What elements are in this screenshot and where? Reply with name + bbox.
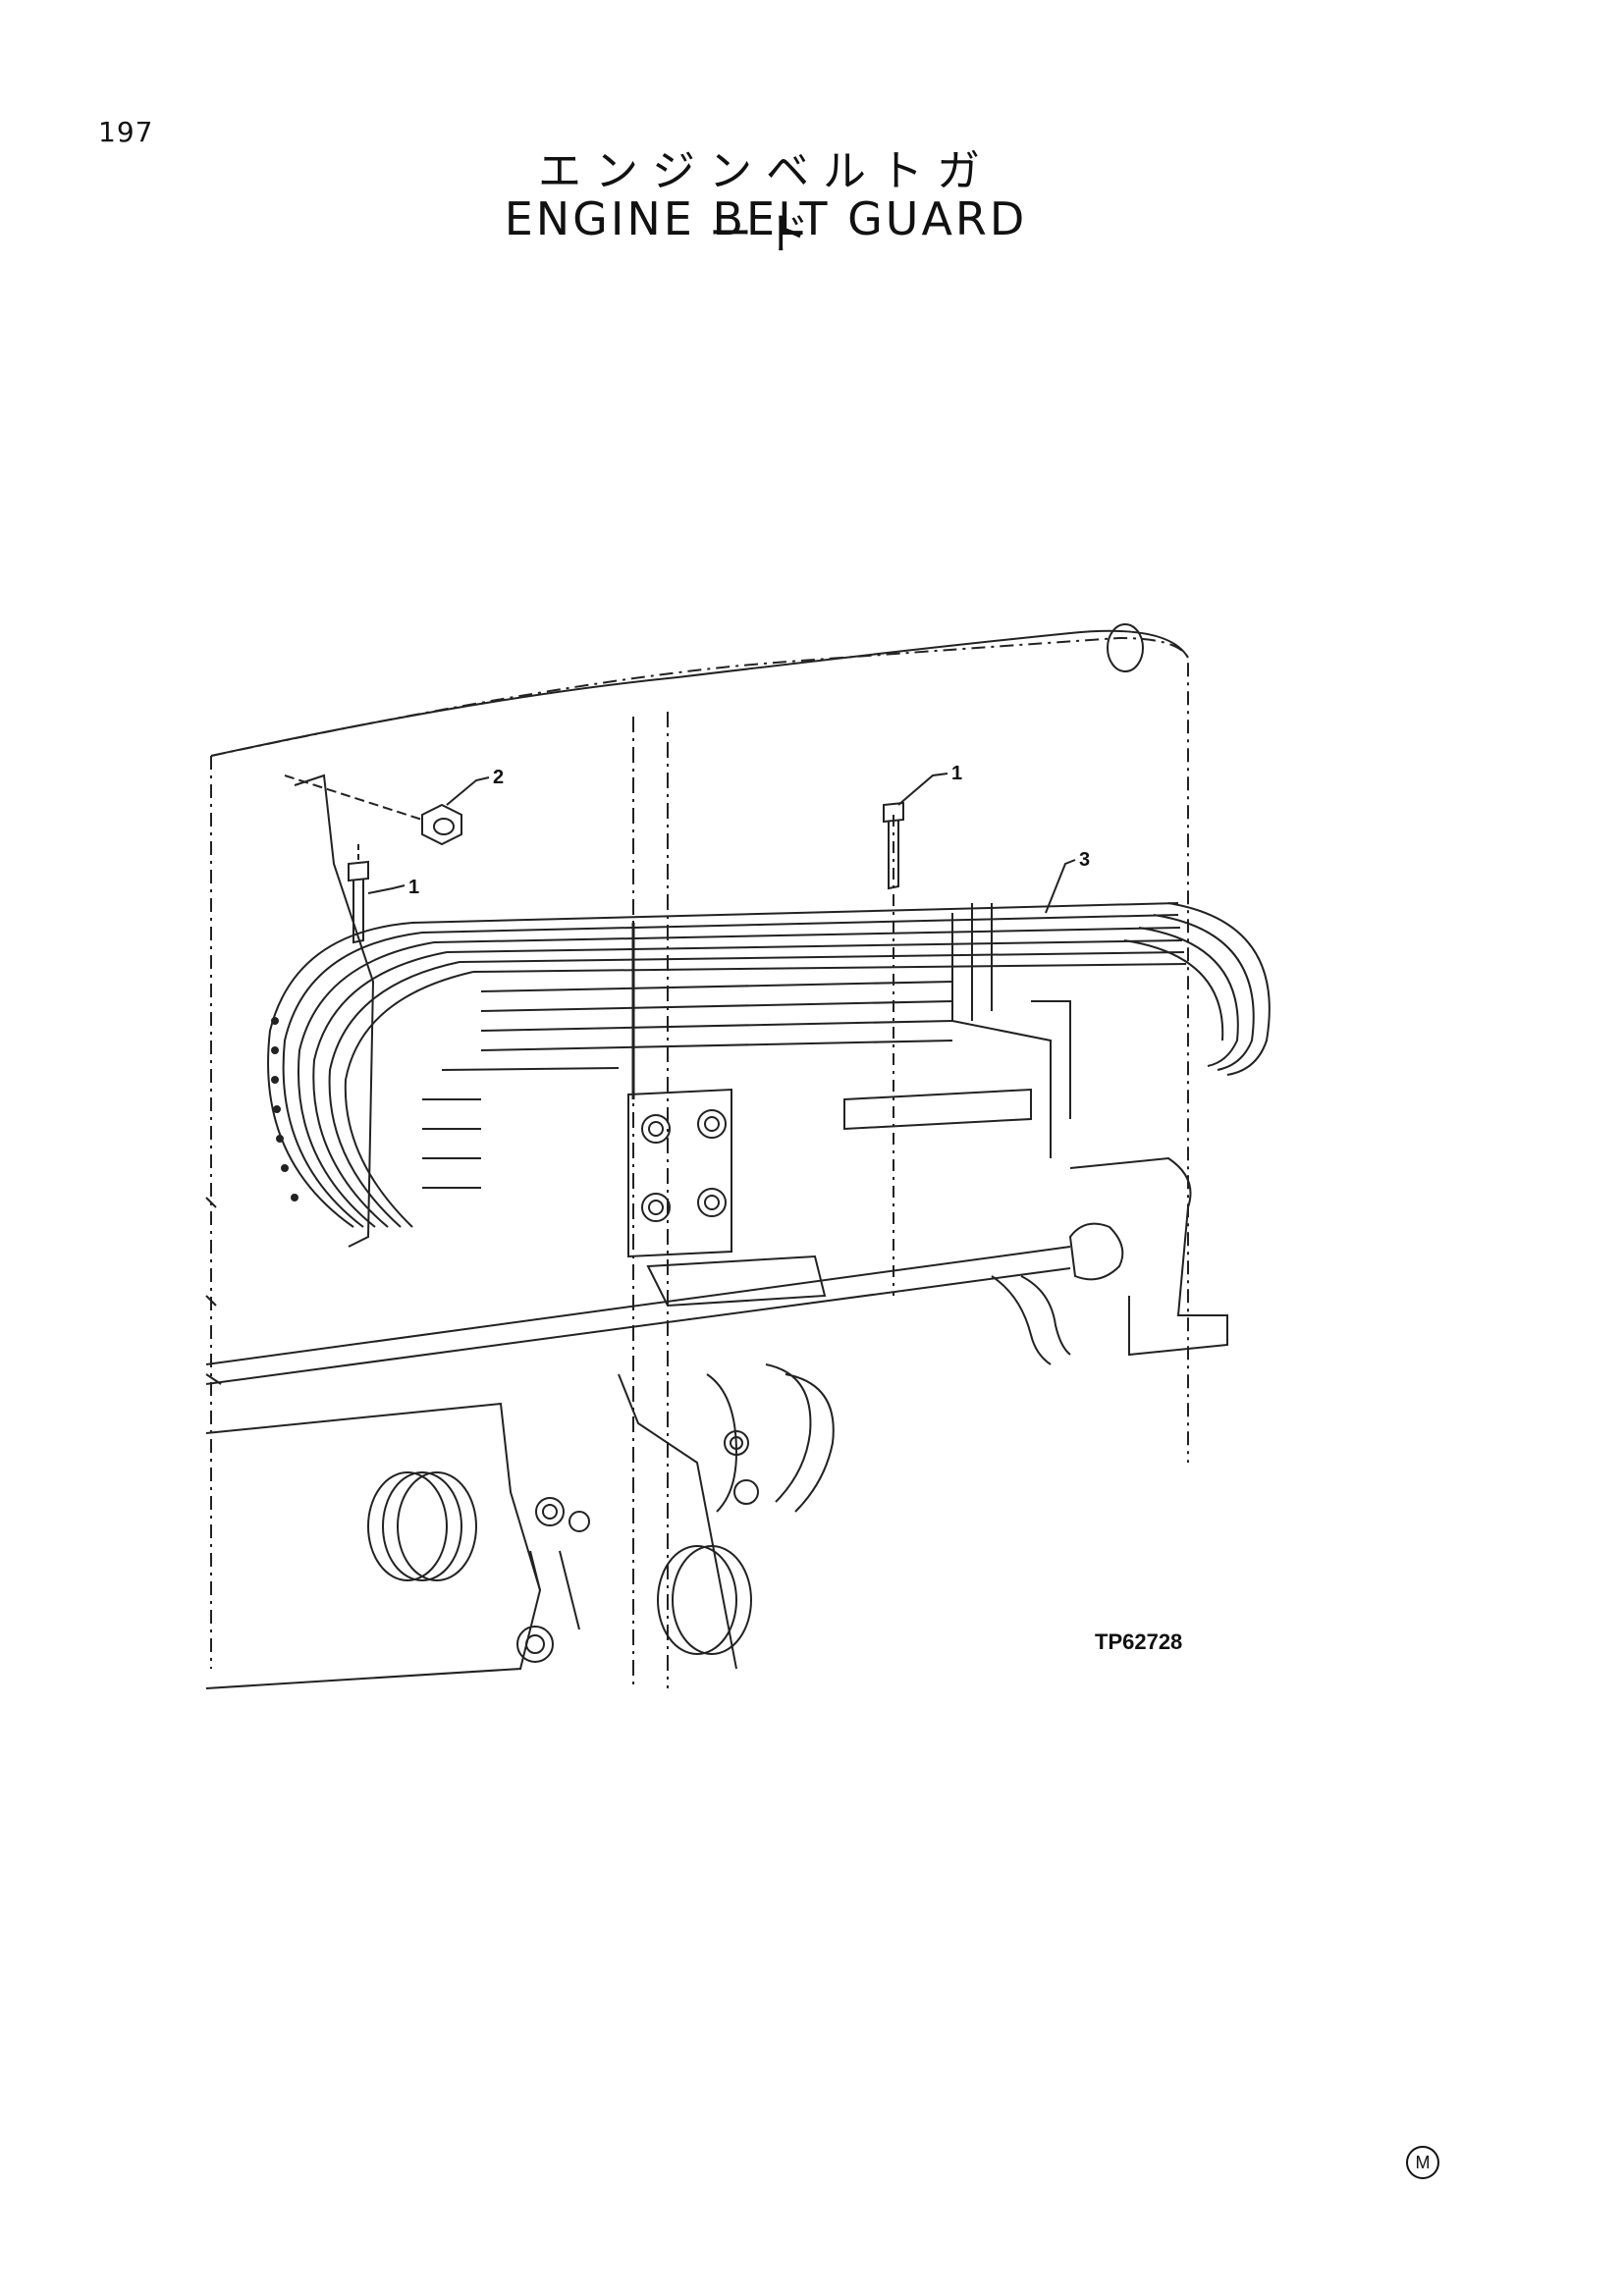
- left-side-studs: [205, 1197, 222, 1385]
- drawing-reference-code: TP62728: [1095, 1629, 1182, 1654]
- right-bracket-block: [1069, 1156, 1228, 1357]
- belt-guard-right-end: [1123, 902, 1271, 1076]
- tensioner-assembly: [516, 1497, 590, 1663]
- page-title-english: ENGINE BELT GUARD: [504, 192, 1028, 245]
- part-1-bolt-left: [348, 844, 369, 944]
- footer-mark-icon: M: [1406, 2146, 1439, 2179]
- callout-part-1-left: 1: [408, 877, 419, 898]
- engine-housing-outline: [210, 636, 1189, 1669]
- mount-bracket-bolts: [641, 1109, 727, 1222]
- center-lower-bolts: [724, 1430, 759, 1505]
- lower-engine-block: [205, 1402, 542, 1689]
- left-end-studs: [271, 1017, 298, 1201]
- callout-part-1-center: 1: [951, 763, 962, 784]
- pulley-left: [367, 1471, 477, 1581]
- page-title-japanese: エンジンベルトガード: [538, 146, 994, 259]
- engine-shaft: [205, 1246, 1071, 1385]
- callout-part-3: 3: [1079, 849, 1090, 871]
- page-number: 197: [98, 116, 154, 148]
- part-2-nut: [284, 774, 462, 846]
- belt-guard-rods: [411, 902, 1187, 1189]
- leader-part-1-left: [367, 884, 406, 894]
- lower-support-plate: [646, 1255, 827, 1308]
- pulley-center: [657, 1545, 752, 1655]
- callout-part-2: 2: [493, 767, 504, 788]
- housing-top-edge: [210, 629, 1189, 757]
- right-mount-plate: [843, 1088, 1032, 1131]
- leader-part-2: [446, 776, 490, 806]
- leader-part-3: [1045, 859, 1076, 914]
- part-1-bolt-center: [883, 801, 904, 890]
- mounting-hole: [1107, 623, 1144, 672]
- engine-belt-guard-diagram: 2 1 1 3 TP62728: [205, 623, 1271, 1689]
- right-inner-bracket: [951, 903, 1071, 1158]
- right-fitting: [1068, 1222, 1124, 1281]
- leader-part-1-center: [897, 773, 948, 806]
- belt-guard-left-end: [267, 922, 474, 1228]
- lower-hose: [765, 1363, 835, 1513]
- center-belt-path: [618, 1373, 738, 1670]
- coolant-hose: [991, 1275, 1071, 1365]
- center-mount-bracket: [627, 1088, 732, 1258]
